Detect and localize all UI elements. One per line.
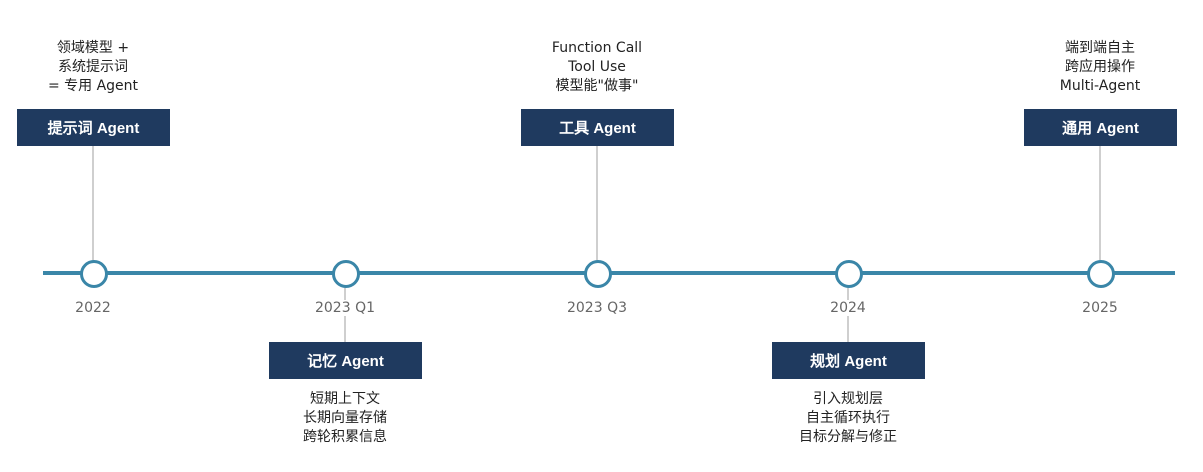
description-line: 领域模型 + [56,40,130,56]
milestone-description: 引入规划层 自主循环执行 目标分解与修正 [738,390,958,447]
description-line: 引入规划层 [813,391,883,407]
milestone-label-box: 记忆 Agent [269,342,422,379]
milestone-description: Function Call Tool Use 模型能"做事" [487,39,707,96]
timeline-node [584,260,612,288]
timeline-node [835,260,863,288]
description-line: Multi-Agent [1059,78,1141,94]
milestone-description: 领域模型 + 系统提示词 = 专用 Agent [0,39,203,96]
year-label: 2024 [788,300,908,316]
milestone-label-box: 提示词 Agent [17,109,170,146]
description-line: 长期向量存储 [303,410,387,426]
description-line: Function Call [551,40,643,56]
milestone-label-box: 通用 Agent [1024,109,1177,146]
description-line: 端到端自主 [1065,40,1135,56]
description-line: 跨轮积累信息 [303,429,387,445]
milestone-label-box: 规划 Agent [772,342,925,379]
year-label: 2023 Q1 [285,300,405,316]
description-line: 短期上下文 [310,391,380,407]
milestone-connector [1099,146,1101,272]
description-line: 跨应用操作 [1065,59,1135,75]
year-label: 2025 [1082,300,1118,316]
year-label: 2023 Q3 [566,300,627,316]
milestone-connector [92,146,94,272]
milestone-description: 短期上下文 长期向量存储 跨轮积累信息 [235,390,455,447]
milestone-description: 端到端自主 跨应用操作 Multi-Agent [990,39,1203,96]
description-line: = 专用 Agent [47,78,139,94]
description-line: 目标分解与修正 [799,429,897,445]
milestone-label-box: 工具 Agent [521,109,674,146]
timeline-node [1087,260,1115,288]
description-line: 系统提示词 [58,59,128,75]
timeline-node [332,260,360,288]
description-line: Tool Use [568,59,626,75]
description-line: 自主循环执行 [806,410,890,426]
timeline-node [80,260,108,288]
milestone-connector [596,146,598,272]
year-label: 2022 [75,300,111,316]
description-line: 模型能"做事" [555,78,639,94]
